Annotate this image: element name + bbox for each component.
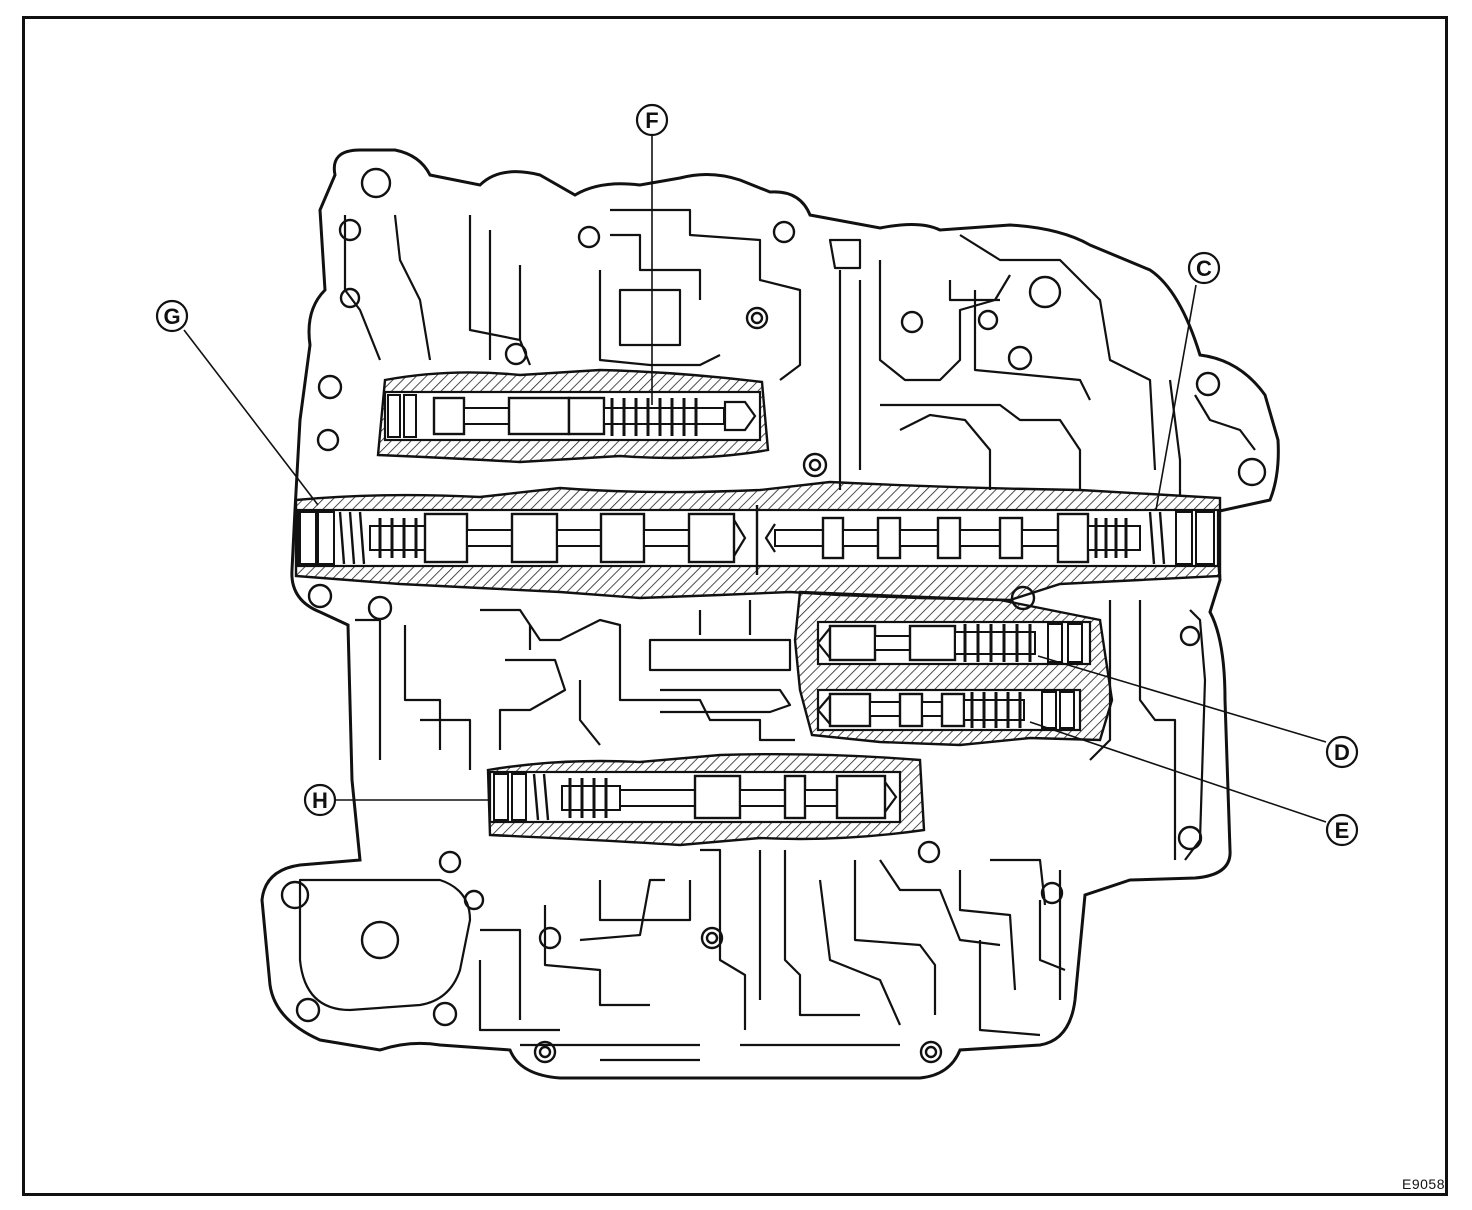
valve-body-outline bbox=[260, 148, 1280, 1080]
callout-E-circle bbox=[1325, 813, 1359, 847]
callout-H-label: H bbox=[312, 788, 328, 813]
figure-border bbox=[22, 16, 1448, 1196]
callout-C-circle bbox=[1187, 251, 1221, 285]
callout-H: H bbox=[303, 783, 337, 817]
callout-D-label: D bbox=[1334, 740, 1350, 765]
callout-E-label: E bbox=[1335, 818, 1350, 843]
callout-F: F bbox=[635, 103, 669, 137]
callout-E: E bbox=[1325, 813, 1359, 847]
callout-D-circle bbox=[1325, 735, 1359, 769]
callout-H-circle bbox=[303, 783, 337, 817]
callout-G: G bbox=[155, 299, 189, 333]
callout-F-label: F bbox=[645, 108, 658, 133]
leader-lines bbox=[183, 136, 1327, 823]
valve-H-assembly bbox=[486, 752, 926, 847]
callout-F-circle bbox=[635, 103, 669, 137]
figure-id: E9058 bbox=[1402, 1176, 1445, 1192]
callout-D: D bbox=[1325, 735, 1359, 769]
callout-C: C bbox=[1187, 251, 1221, 285]
main-valve-bore bbox=[294, 480, 1222, 602]
bolt-holes bbox=[280, 167, 1267, 1064]
callout-G-label: G bbox=[163, 304, 180, 329]
fluid-passages bbox=[298, 208, 1256, 1062]
callout-G-circle bbox=[155, 299, 189, 333]
callout-C-label: C bbox=[1196, 256, 1212, 281]
valve-F-assembly bbox=[376, 368, 770, 464]
valve-D-E-assembly bbox=[793, 590, 1114, 747]
